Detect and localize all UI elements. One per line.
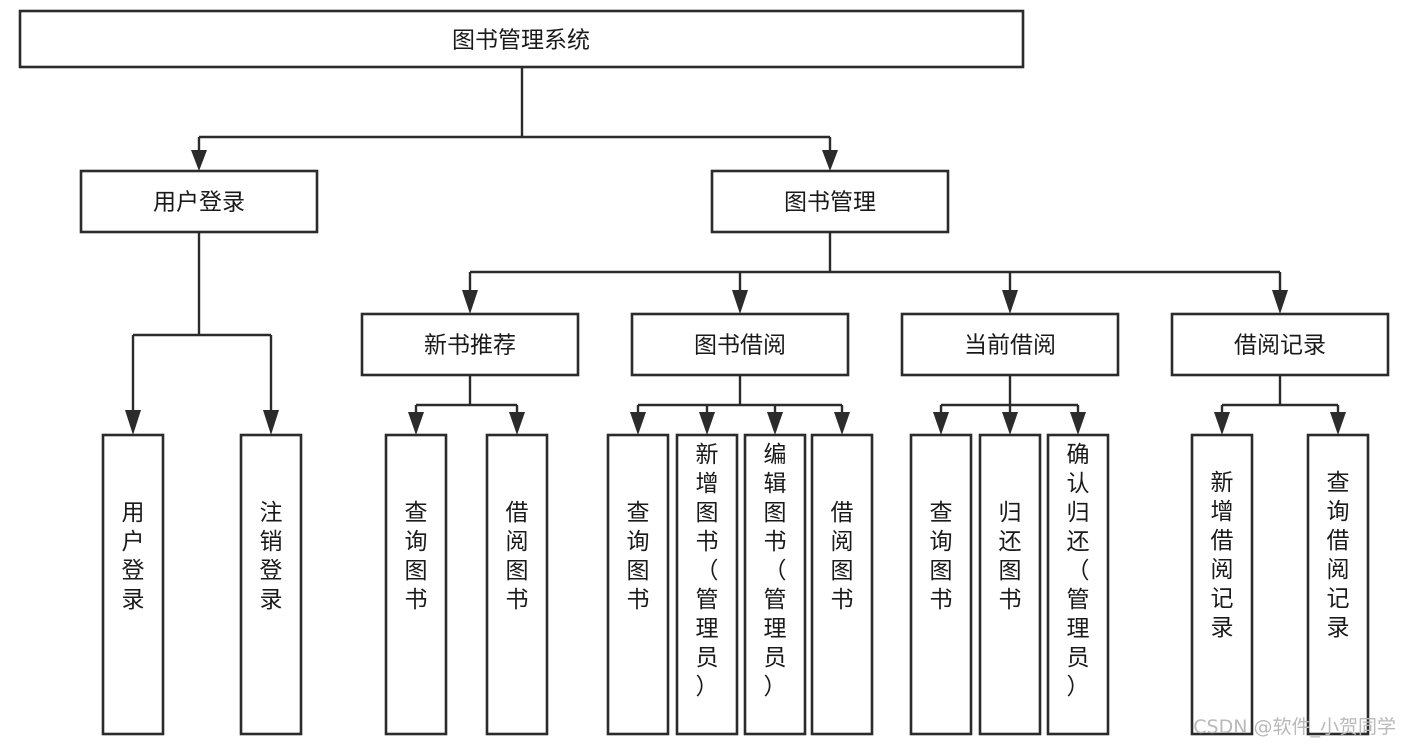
- node-leaf-user-login-box[interactable]: [101, 433, 165, 736]
- arrow-head-leaf-borrow-book-1: [509, 412, 525, 435]
- node-user-login[interactable]: 用户登录: [79, 169, 319, 234]
- arrow-head-new-book-recommend: [462, 290, 478, 314]
- node-leaf-user-login[interactable]: 用户登录: [101, 433, 165, 736]
- node-leaf-query-book-1[interactable]: 查询图书: [384, 433, 448, 736]
- node-leaf-edit-book-label: 编辑图书（管理员）: [764, 442, 787, 700]
- node-leaf-query-book-2-box[interactable]: [606, 433, 670, 736]
- arrow-head-leaf-add-record: [1214, 412, 1230, 435]
- node-leaf-borrow-book-1[interactable]: 借阅图书: [485, 433, 549, 736]
- arrow-head-leaf-query-record: [1330, 412, 1346, 435]
- arrow-head-leaf-edit-book: [767, 412, 783, 435]
- node-leaf-add-book-box[interactable]: [675, 433, 739, 736]
- node-leaf-edit-book-box[interactable]: [743, 433, 807, 736]
- node-book-management-label: 图书管理: [784, 190, 876, 216]
- node-leaf-return-book-label: 归还图书: [999, 500, 1022, 613]
- node-leaf-user-logout-box[interactable]: [239, 433, 303, 736]
- node-leaf-query-record[interactable]: 查询借阅记录: [1306, 433, 1370, 736]
- node-leaf-user-login-label: 用户登录: [122, 500, 145, 613]
- node-new-book-recommend-label: 新书推荐: [424, 333, 516, 359]
- node-leaf-query-record-box[interactable]: [1306, 433, 1370, 736]
- arrow-head-leaf-confirm-return: [1070, 412, 1086, 435]
- node-root-box[interactable]: [18, 9, 1025, 69]
- node-leaf-add-book[interactable]: 新增图书（管理员）: [675, 433, 739, 736]
- node-leaf-borrow-book-1-label: 借阅图书: [506, 500, 529, 613]
- node-leaf-confirm-return-label: 确认归还（管理员）: [1067, 442, 1090, 700]
- node-leaf-user-logout[interactable]: 注销登录: [239, 433, 303, 736]
- node-current-borrow[interactable]: 当前借阅: [900, 312, 1120, 377]
- node-leaf-query-book-2[interactable]: 查询图书: [606, 433, 670, 736]
- node-book-borrow-label: 图书借阅: [694, 333, 786, 359]
- node-borrow-record-box[interactable]: [1170, 312, 1390, 377]
- arrow-head-leaf-return-book: [1002, 412, 1018, 435]
- node-new-book-recommend[interactable]: 新书推荐: [360, 312, 580, 377]
- node-leaf-query-record-label: 查询借阅记录: [1327, 470, 1350, 641]
- node-borrow-record-label: 借阅记录: [1234, 333, 1326, 359]
- node-user-login-box[interactable]: [79, 169, 319, 234]
- arrow-head-leaf-user-login: [125, 410, 141, 435]
- watermark-text: CSDN @软件_小贺同学: [1193, 716, 1396, 738]
- node-leaf-borrow-book-1-box[interactable]: [485, 433, 549, 736]
- node-root[interactable]: 图书管理系统: [18, 9, 1025, 69]
- node-leaf-add-record[interactable]: 新增借阅记录: [1190, 433, 1254, 736]
- node-leaf-borrow-book-2-box[interactable]: [810, 433, 874, 736]
- node-current-borrow-box[interactable]: [900, 312, 1120, 377]
- node-leaf-add-book-label: 新增图书（管理员）: [696, 442, 719, 700]
- arrow-head-leaf-query-book-3: [933, 412, 949, 435]
- node-leaf-confirm-return-box[interactable]: [1046, 433, 1110, 736]
- node-book-borrow-box[interactable]: [630, 312, 850, 377]
- node-root-label: 图书管理系统: [452, 28, 590, 54]
- arrow-head-leaf-query-book-1: [408, 412, 424, 435]
- arrow-head-leaf-query-book-2: [630, 412, 646, 435]
- node-book-management-box[interactable]: [710, 169, 950, 234]
- node-book-management[interactable]: 图书管理: [710, 169, 950, 234]
- arrow-head-user-login: [191, 150, 207, 171]
- node-leaf-add-record-label: 新增借阅记录: [1211, 470, 1234, 641]
- node-leaf-query-book-3-label: 查询图书: [930, 500, 953, 613]
- node-leaf-query-book-3[interactable]: 查询图书: [909, 433, 973, 736]
- arrow-head-leaf-borrow-book-2: [834, 412, 850, 435]
- node-leaf-confirm-return[interactable]: 确认归还（管理员）: [1046, 433, 1110, 736]
- arrow-head-book-borrow: [732, 290, 748, 314]
- node-leaf-query-book-1-box[interactable]: [384, 433, 448, 736]
- arrow-head-current-borrow: [1002, 290, 1018, 314]
- node-current-borrow-label: 当前借阅: [964, 333, 1056, 359]
- node-leaf-query-book-1-label: 查询图书: [405, 500, 428, 613]
- node-borrow-record[interactable]: 借阅记录: [1170, 312, 1390, 377]
- node-leaf-return-book[interactable]: 归还图书: [978, 433, 1042, 736]
- node-new-book-recommend-box[interactable]: [360, 312, 580, 377]
- node-leaf-add-record-box[interactable]: [1190, 433, 1254, 736]
- node-leaf-query-book-3-box[interactable]: [909, 433, 973, 736]
- arrow-head-book-management: [822, 150, 838, 171]
- node-leaf-return-book-box[interactable]: [978, 433, 1042, 736]
- arrow-head-leaf-user-logout: [263, 410, 279, 435]
- node-leaf-edit-book[interactable]: 编辑图书（管理员）: [743, 433, 807, 736]
- node-book-borrow[interactable]: 图书借阅: [630, 312, 850, 377]
- node-user-login-label: 用户登录: [153, 190, 245, 216]
- node-leaf-borrow-book-2[interactable]: 借阅图书: [810, 433, 874, 736]
- connector-layer: [125, 67, 1346, 435]
- node-leaf-query-book-2-label: 查询图书: [627, 500, 650, 613]
- arrow-head-borrow-record: [1272, 290, 1288, 314]
- arrow-head-leaf-add-book: [699, 412, 715, 435]
- node-leaf-user-logout-label: 注销登录: [260, 500, 283, 613]
- node-leaf-borrow-book-2-label: 借阅图书: [831, 500, 854, 613]
